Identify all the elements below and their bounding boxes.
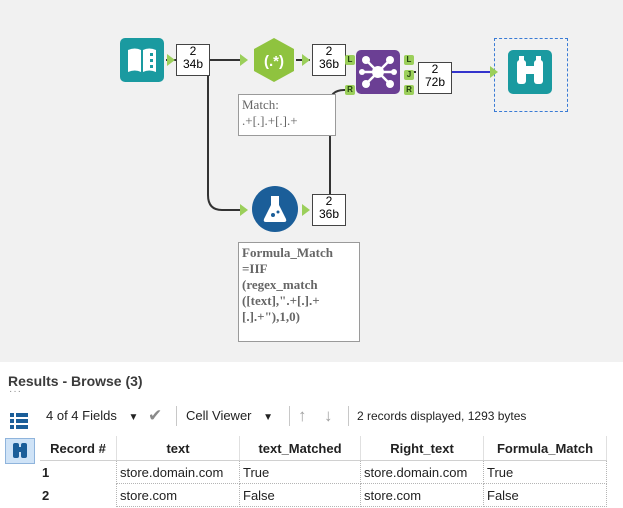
- column-header[interactable]: text: [116, 436, 240, 461]
- formula-tool[interactable]: [252, 186, 298, 232]
- table-row[interactable]: 2 store.com False store.com False: [40, 483, 607, 507]
- table-header-row: Record # text text_Matched Right_text Fo…: [40, 436, 607, 461]
- toolbar-divider: [348, 406, 349, 426]
- join-left-input-anchor[interactable]: L: [345, 55, 355, 65]
- table-row[interactable]: 1 store.domain.com True store.domain.com…: [40, 460, 607, 484]
- regex-annotation[interactable]: Match: .+[.].+[.].+: [238, 94, 336, 136]
- browse-input-anchor[interactable]: [490, 66, 498, 78]
- record-number: 2: [42, 487, 50, 503]
- fields-selector[interactable]: 4 of 4 Fields ▼: [46, 408, 139, 423]
- sort-down-button[interactable]: ↓: [324, 402, 333, 430]
- results-sidebar: [0, 400, 40, 508]
- join-network-icon: [359, 56, 397, 88]
- join-right-input-anchor[interactable]: R: [345, 85, 355, 95]
- binoculars-icon: [517, 56, 543, 84]
- binoculars-icon: [13, 443, 27, 458]
- table-cell[interactable]: store.domain.com: [116, 460, 240, 484]
- record-number: 1: [42, 464, 50, 480]
- table-cell[interactable]: store.domain.com: [360, 460, 484, 484]
- column-header[interactable]: Formula_Match: [483, 436, 607, 461]
- column-header[interactable]: Record #: [40, 436, 117, 461]
- formula-output-anchor[interactable]: [302, 204, 310, 216]
- column-header[interactable]: Right_text: [360, 436, 484, 461]
- formula-annotation[interactable]: Formula_Match =IIF (regex_match ([text],…: [238, 242, 360, 342]
- formula-input-anchor[interactable]: [240, 204, 248, 216]
- chevron-down-icon: ▼: [128, 412, 139, 423]
- browse-tool[interactable]: [508, 50, 552, 94]
- record-status: 2 records displayed, 1293 bytes: [357, 409, 527, 423]
- list-icon: [10, 413, 28, 429]
- results-table: Record # text text_Matched Right_text Fo…: [40, 436, 607, 507]
- table-cell[interactable]: False: [239, 483, 361, 507]
- chevron-down-icon: ▼: [263, 412, 274, 423]
- join-right-output-anchor[interactable]: R: [404, 85, 414, 95]
- apply-checkmark-button[interactable]: ✔: [148, 402, 162, 430]
- panel-drag-handle[interactable]: ···: [9, 386, 22, 397]
- table-cell[interactable]: True: [239, 460, 361, 484]
- results-title: Results - Browse (3): [8, 373, 143, 389]
- table-cell[interactable]: False: [483, 483, 607, 507]
- list-view-button[interactable]: [5, 410, 33, 434]
- flask-icon: [263, 196, 287, 222]
- arrow-down-icon: ↓: [324, 406, 333, 425]
- book-icon: [128, 48, 156, 72]
- input-data-tool[interactable]: [120, 38, 164, 82]
- join-join-output-anchor[interactable]: J: [404, 70, 414, 80]
- browse-view-button[interactable]: [5, 438, 35, 464]
- join-left-output-anchor[interactable]: L: [404, 55, 414, 65]
- toolbar-divider: [176, 406, 177, 426]
- column-header[interactable]: text_Matched: [239, 436, 361, 461]
- join-tool[interactable]: [356, 50, 400, 94]
- input-output-anchor[interactable]: [167, 54, 175, 66]
- sort-up-button[interactable]: ↑: [298, 402, 307, 430]
- arrow-up-icon: ↑: [298, 406, 307, 425]
- toolbar-divider: [289, 406, 290, 426]
- regex-output-anchor[interactable]: [302, 54, 310, 66]
- results-toolbar: 4 of 4 Fields ▼ ✔ Cell Viewer ▼ ↑ ↓ 2 re…: [40, 402, 623, 430]
- table-cell[interactable]: store.com: [116, 483, 240, 507]
- regex-icon: (.*): [264, 53, 284, 70]
- regex-tool[interactable]: (.*): [250, 36, 298, 84]
- checkmark-icon: ✔: [148, 406, 163, 425]
- cell-viewer-selector[interactable]: Cell Viewer ▼: [186, 408, 274, 423]
- table-cell[interactable]: store.com: [360, 483, 484, 507]
- table-cell[interactable]: True: [483, 460, 607, 484]
- regex-input-anchor[interactable]: [240, 54, 248, 66]
- results-header: [0, 362, 623, 400]
